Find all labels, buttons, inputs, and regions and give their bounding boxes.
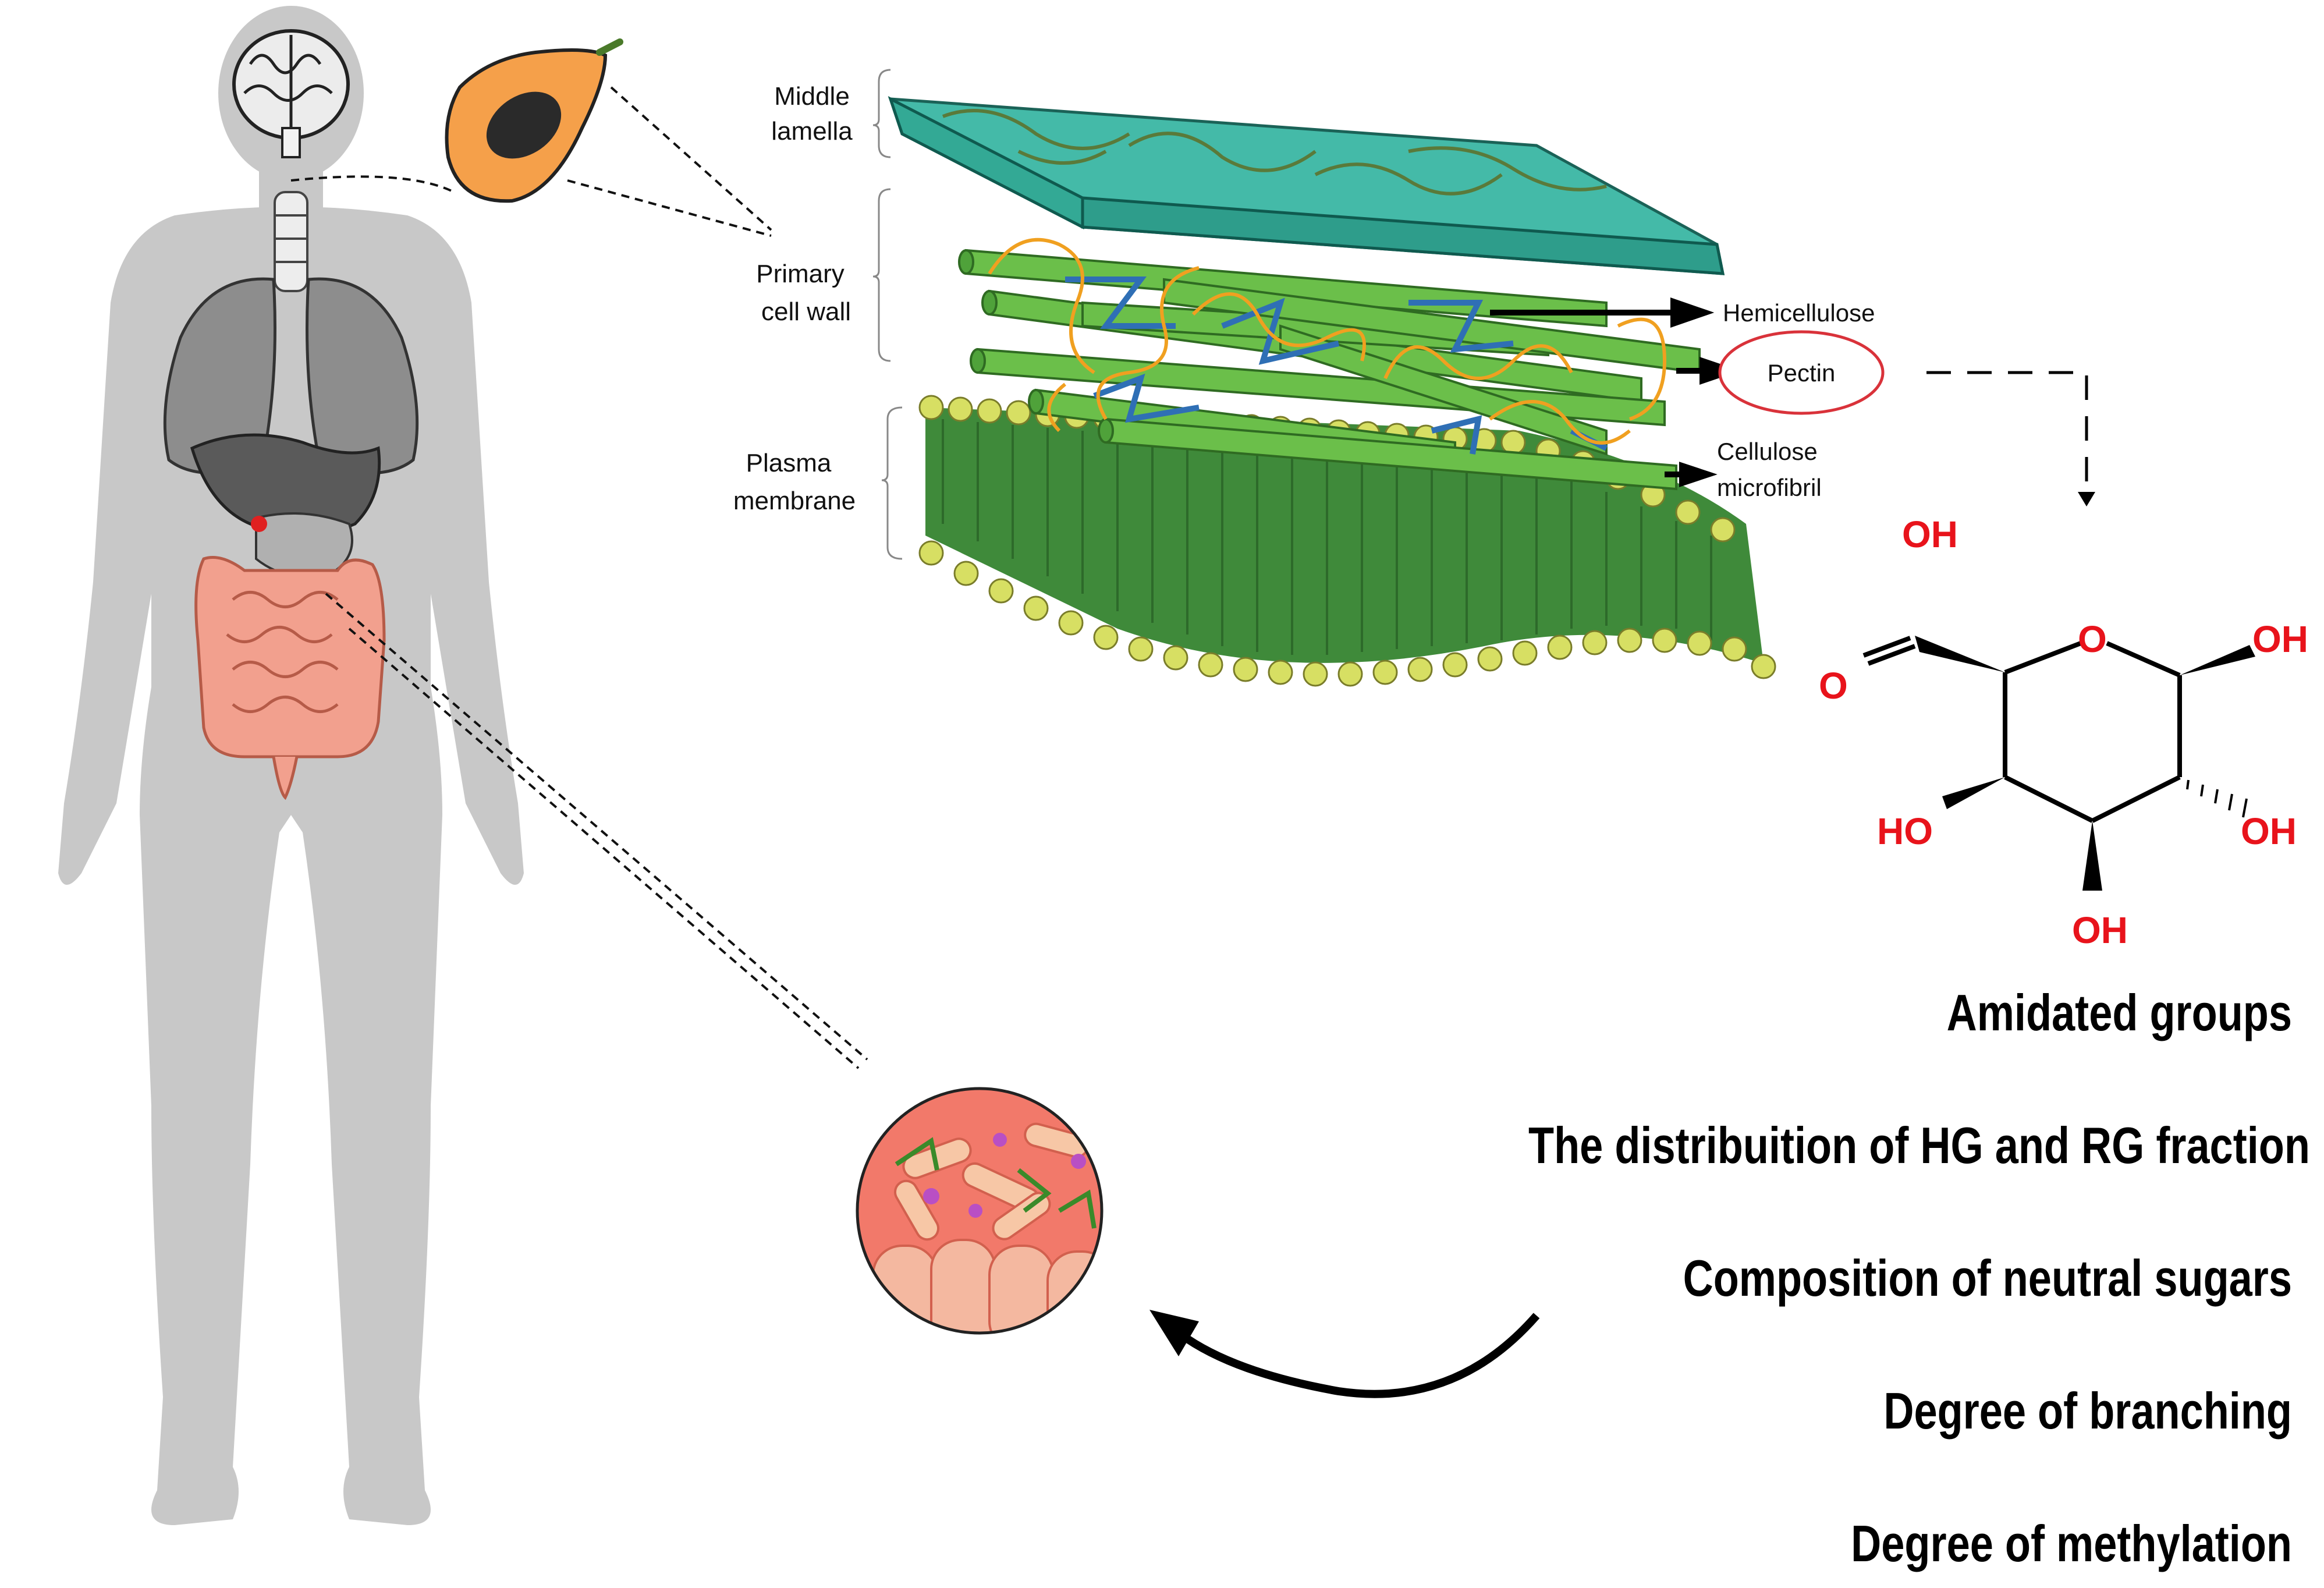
- svg-text:microfibril: microfibril: [1717, 474, 1822, 501]
- svg-text:Cellulose: Cellulose: [1717, 438, 1818, 465]
- svg-text:OH: OH: [2072, 909, 2128, 951]
- pectin-to-molecule-connector: [1926, 371, 2088, 489]
- curved-arrow-icon: [1149, 1310, 1540, 1398]
- papaya-icon: [445, 38, 623, 203]
- svg-text:membrane: membrane: [733, 487, 856, 515]
- svg-text:Middle: Middle: [774, 82, 850, 111]
- hemicellulose-icon: [1065, 277, 1608, 455]
- svg-text:OH: OH: [1902, 513, 1958, 555]
- svg-text:lamella: lamella: [771, 117, 853, 146]
- molecule-arrowhead: [2078, 492, 2095, 506]
- svg-text:HO: HO: [1877, 810, 1933, 852]
- svg-text:Plasma: Plasma: [746, 449, 832, 477]
- feature-hg-rg-distribution: The distribuition of HG and RG fraction: [1528, 1116, 2310, 1174]
- trachea-icon: [274, 191, 308, 292]
- pectin-strand-icon: [988, 238, 1667, 445]
- svg-text:O: O: [1819, 665, 1848, 707]
- feature-amidated-groups: Amidated groups: [1946, 984, 2292, 1041]
- component-arrows: [1490, 297, 1741, 487]
- svg-text:O: O: [2078, 618, 2107, 660]
- pectin-label: Pectin: [1768, 359, 1836, 387]
- svg-text:cell wall: cell wall: [761, 297, 851, 326]
- middle-lamella-label: Middle lamella: [771, 82, 853, 146]
- pectin-highlight-circle: [1718, 330, 1885, 415]
- plasma-membrane-label: Plasma membrane: [733, 449, 856, 515]
- primary-cell-wall-label: Primary cell wall: [756, 260, 851, 326]
- cellulose-microfibril-label: Cellulose microfibril: [1717, 438, 1822, 501]
- liver-icon: [190, 433, 381, 537]
- svg-text:OH: OH: [2252, 618, 2308, 660]
- svg-text:Primary: Primary: [756, 260, 845, 288]
- galacturonic-acid-structure: OH O O OH HO OH OH: [1819, 513, 2308, 951]
- hemicellulose-label: Hemicellulose: [1723, 299, 1875, 327]
- connector-lines: [290, 86, 868, 1069]
- feature-neutral-sugars: Composition of neutral sugars: [1683, 1249, 2292, 1307]
- intestine-icon: [194, 516, 386, 800]
- feature-degree-of-methylation: Degree of methylation: [1851, 1515, 2292, 1572]
- feature-degree-of-branching: Degree of branching: [1883, 1382, 2292, 1440]
- middle-lamella-icon: [888, 95, 1725, 275]
- gut-microbiota-icon: [856, 1087, 1104, 1335]
- svg-text:OH: OH: [2241, 810, 2297, 852]
- pectin-features-list: Amidated groups The distribuition of HG …: [1528, 984, 2310, 1588]
- brace-lines: [872, 69, 903, 560]
- lungs-icon: [163, 277, 419, 475]
- brain-icon: [232, 29, 350, 158]
